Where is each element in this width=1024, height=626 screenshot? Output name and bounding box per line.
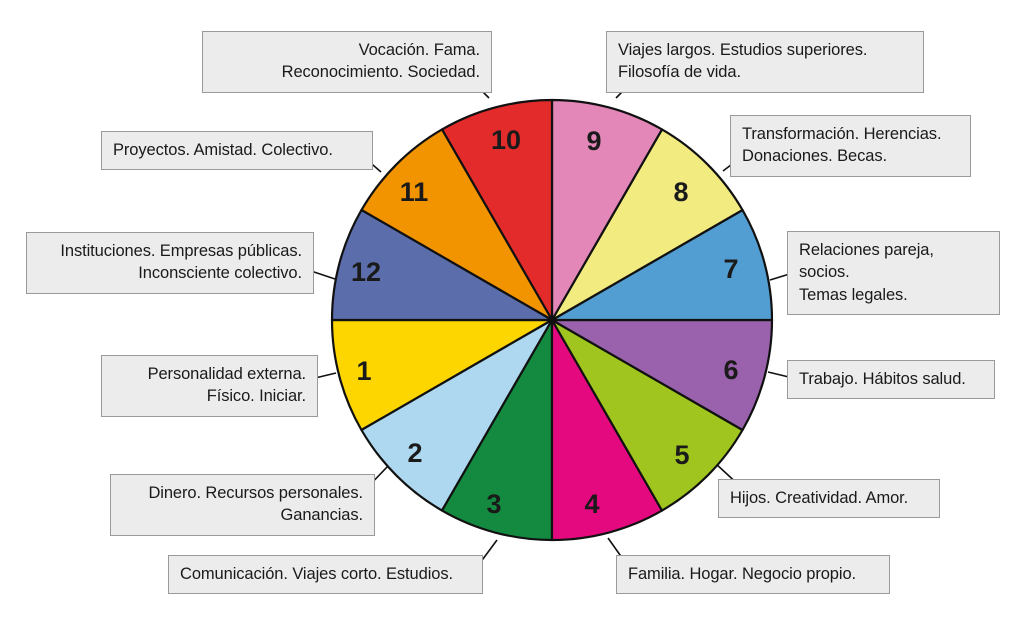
callout-house-4[interactable]: Familia. Hogar. Negocio propio. xyxy=(616,555,890,595)
callout-house-8[interactable]: Transformación. Herencias. Donaciones. B… xyxy=(730,115,971,177)
pie-sector-12[interactable] xyxy=(330,208,554,322)
sector-number-4: 4 xyxy=(584,489,599,519)
callout-house-5[interactable]: Hijos. Creatividad. Amor. xyxy=(718,479,940,519)
pie-sector-10[interactable] xyxy=(440,98,554,322)
callout-house-3[interactable]: Comunicación. Viajes corto. Estudios. xyxy=(168,555,483,595)
pie-sector-6[interactable] xyxy=(550,318,774,432)
pie-sector-5[interactable] xyxy=(550,318,744,512)
sector-number-7: 7 xyxy=(723,254,738,284)
callout-house-11[interactable]: Proyectos. Amistad. Colectivo. xyxy=(101,131,373,171)
pie-sector-3[interactable] xyxy=(440,318,554,542)
callout-house-10[interactable]: Vocación. Fama. Reconocimiento. Sociedad… xyxy=(202,31,492,93)
callout-house-7[interactable]: Relaciones pareja, socios. Temas legales… xyxy=(787,231,1000,316)
sector-number-3: 3 xyxy=(486,489,501,519)
callout-house-1[interactable]: Personalidad externa. Físico. Iniciar. xyxy=(101,355,318,417)
sector-number-1: 1 xyxy=(356,356,371,386)
pie-sector-2[interactable] xyxy=(360,318,554,512)
pie-sectors-group xyxy=(330,98,774,542)
callout-house-9[interactable]: Viajes largos. Estudios superiores. Filo… xyxy=(606,31,924,93)
sector-number-9: 9 xyxy=(586,126,601,156)
sector-number-11: 11 xyxy=(400,177,429,207)
callout-house-12[interactable]: Instituciones. Empresas públicas. Incons… xyxy=(26,232,314,294)
pie-sector-8[interactable] xyxy=(550,128,744,322)
pie-sector-4[interactable] xyxy=(550,318,664,542)
sector-number-12: 12 xyxy=(351,257,381,287)
pie-sector-7[interactable] xyxy=(550,208,774,322)
callout-house-6[interactable]: Trabajo. Hábitos salud. xyxy=(787,360,995,400)
sector-number-5: 5 xyxy=(674,440,689,470)
sector-number-10: 10 xyxy=(491,125,521,155)
sector-number-8: 8 xyxy=(673,177,688,207)
pie-sector-9[interactable] xyxy=(550,98,664,322)
callout-house-2[interactable]: Dinero. Recursos personales. Ganancias. xyxy=(110,474,375,536)
leader-line-12 xyxy=(310,270,336,280)
sector-number-6: 6 xyxy=(723,355,738,385)
pie-sector-11[interactable] xyxy=(360,128,554,322)
pie-sector-1[interactable] xyxy=(330,318,554,432)
sector-number-2: 2 xyxy=(407,438,422,468)
